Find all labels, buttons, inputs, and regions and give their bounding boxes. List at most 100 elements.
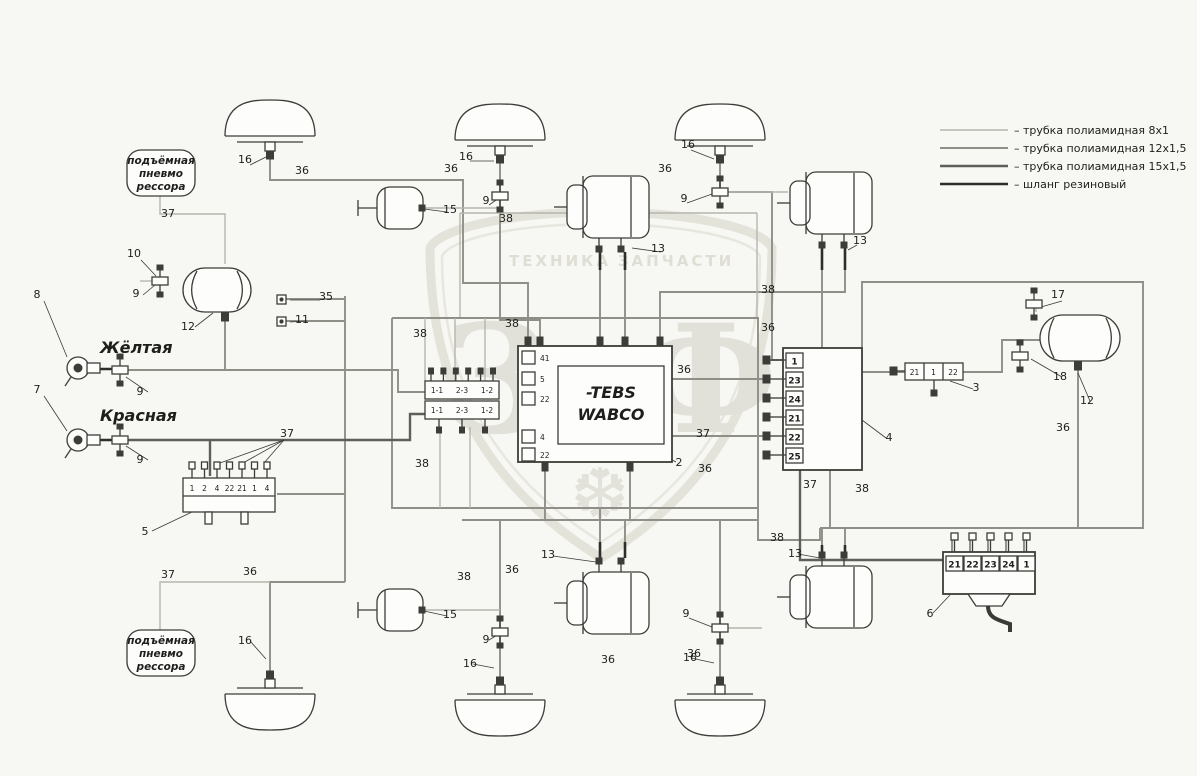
tube-t12 bbox=[499, 163, 541, 348]
tube-t15 bbox=[798, 470, 943, 562]
air-spring bbox=[224, 670, 316, 731]
part-label: 9 bbox=[137, 385, 144, 398]
line-name-label: Красная bbox=[100, 406, 177, 425]
valveblock-port-label: 2-3 bbox=[456, 386, 468, 395]
manifold-port-label: 1 bbox=[190, 484, 195, 493]
tube-t12 bbox=[757, 508, 821, 541]
part-label: 38 bbox=[761, 283, 775, 296]
legend-label: – трубка полиамидная 8x1 bbox=[1014, 124, 1169, 137]
valve-port-label: 1 bbox=[931, 368, 936, 377]
part-label: 36 bbox=[295, 164, 309, 177]
part-label: 37 bbox=[161, 207, 175, 220]
tube-t12 bbox=[128, 369, 425, 393]
part-label: 38 bbox=[413, 327, 427, 340]
valve-fitting bbox=[1011, 339, 1029, 373]
air-tank bbox=[1039, 314, 1121, 371]
valve-fitting bbox=[711, 611, 729, 645]
tebs-name: -TEBS bbox=[586, 383, 636, 402]
valve-fitting bbox=[1025, 287, 1043, 321]
connector-block: 21 22 23 24 1 bbox=[942, 532, 1036, 632]
tube-t12 bbox=[269, 581, 345, 678]
part-label: 4 bbox=[886, 431, 893, 444]
part-label: 17 bbox=[1051, 288, 1065, 301]
drain-pipe bbox=[986, 605, 1012, 632]
air-spring bbox=[224, 99, 316, 160]
part-label: 37 bbox=[696, 427, 710, 440]
leader-line bbox=[194, 312, 214, 328]
callout-line: пневмо bbox=[139, 168, 183, 180]
leader-line bbox=[249, 640, 267, 660]
part-label: 18 bbox=[1053, 370, 1067, 383]
leader-line bbox=[242, 439, 285, 464]
block-port-label: 21 bbox=[948, 561, 961, 571]
block-port-label: 22 bbox=[966, 561, 979, 571]
part-label: 6 bbox=[927, 607, 934, 620]
coupling-head-yellow bbox=[64, 356, 101, 387]
part-label: 36 bbox=[687, 647, 701, 660]
tube-t12 bbox=[269, 159, 529, 348]
valveblock-port-label: 1-2 bbox=[481, 406, 493, 415]
brake-chamber bbox=[554, 557, 650, 635]
air-spring bbox=[454, 103, 546, 164]
part-label: 36 bbox=[444, 162, 458, 175]
part-label: 12 bbox=[181, 320, 195, 333]
brake-chamber bbox=[777, 171, 873, 249]
block-port-label: 1 bbox=[1023, 561, 1029, 571]
manifold-port-label: 4 bbox=[215, 484, 220, 493]
valve-fitting bbox=[711, 175, 729, 209]
leader-line bbox=[423, 208, 448, 213]
leader-line bbox=[552, 555, 597, 563]
tube-t15 bbox=[128, 412, 425, 442]
callout-line: подъёмная bbox=[127, 635, 195, 647]
leader-line bbox=[151, 511, 193, 532]
part-label: 15 bbox=[443, 203, 457, 216]
block-port-label: 21 bbox=[788, 415, 801, 425]
leader-line bbox=[932, 594, 951, 614]
block-port-label: 24 bbox=[788, 396, 801, 406]
line-name-label: Жёлтая bbox=[99, 338, 173, 357]
leader-line bbox=[1077, 372, 1091, 402]
part-label: 38 bbox=[855, 482, 869, 495]
part-label: 38 bbox=[499, 212, 513, 225]
part-label: 36 bbox=[677, 363, 691, 376]
part-label: 16 bbox=[238, 153, 252, 166]
leader-line bbox=[219, 439, 285, 464]
legend: – трубка полиамидная 8x1– трубка полиами… bbox=[940, 124, 1187, 191]
part-label: 9 bbox=[483, 633, 490, 646]
part-label: 9 bbox=[483, 194, 490, 207]
leader-line bbox=[688, 617, 713, 628]
leader-line bbox=[249, 156, 267, 166]
tebs-port-label: 22 bbox=[540, 395, 550, 404]
manifold-port-label: 1 bbox=[252, 484, 257, 493]
brake-chamber bbox=[554, 175, 650, 253]
leader-line bbox=[1030, 358, 1063, 378]
tube-t12 bbox=[820, 281, 1144, 529]
valve-fitting bbox=[491, 615, 509, 649]
tube-t8 bbox=[159, 581, 270, 630]
block-port-label: 1 bbox=[791, 358, 797, 368]
part-label: 35 bbox=[319, 290, 333, 303]
block-port-label: 22 bbox=[788, 434, 801, 444]
manifold-port-label: 2 bbox=[202, 484, 207, 493]
block-port-label: 23 bbox=[984, 561, 997, 571]
brake-booster bbox=[357, 588, 426, 632]
part-label: 15 bbox=[443, 608, 457, 621]
leader-line bbox=[861, 419, 887, 439]
air-spring bbox=[674, 676, 766, 737]
part-label: 37 bbox=[803, 478, 817, 491]
block-port-label: 24 bbox=[1002, 561, 1015, 571]
leader-line bbox=[631, 247, 662, 253]
part-label: 16 bbox=[459, 150, 473, 163]
part-label: 9 bbox=[683, 607, 690, 620]
tube-t12 bbox=[659, 270, 846, 348]
part-label: 36 bbox=[243, 565, 257, 578]
valveblock-port-label: 1-2 bbox=[481, 386, 493, 395]
